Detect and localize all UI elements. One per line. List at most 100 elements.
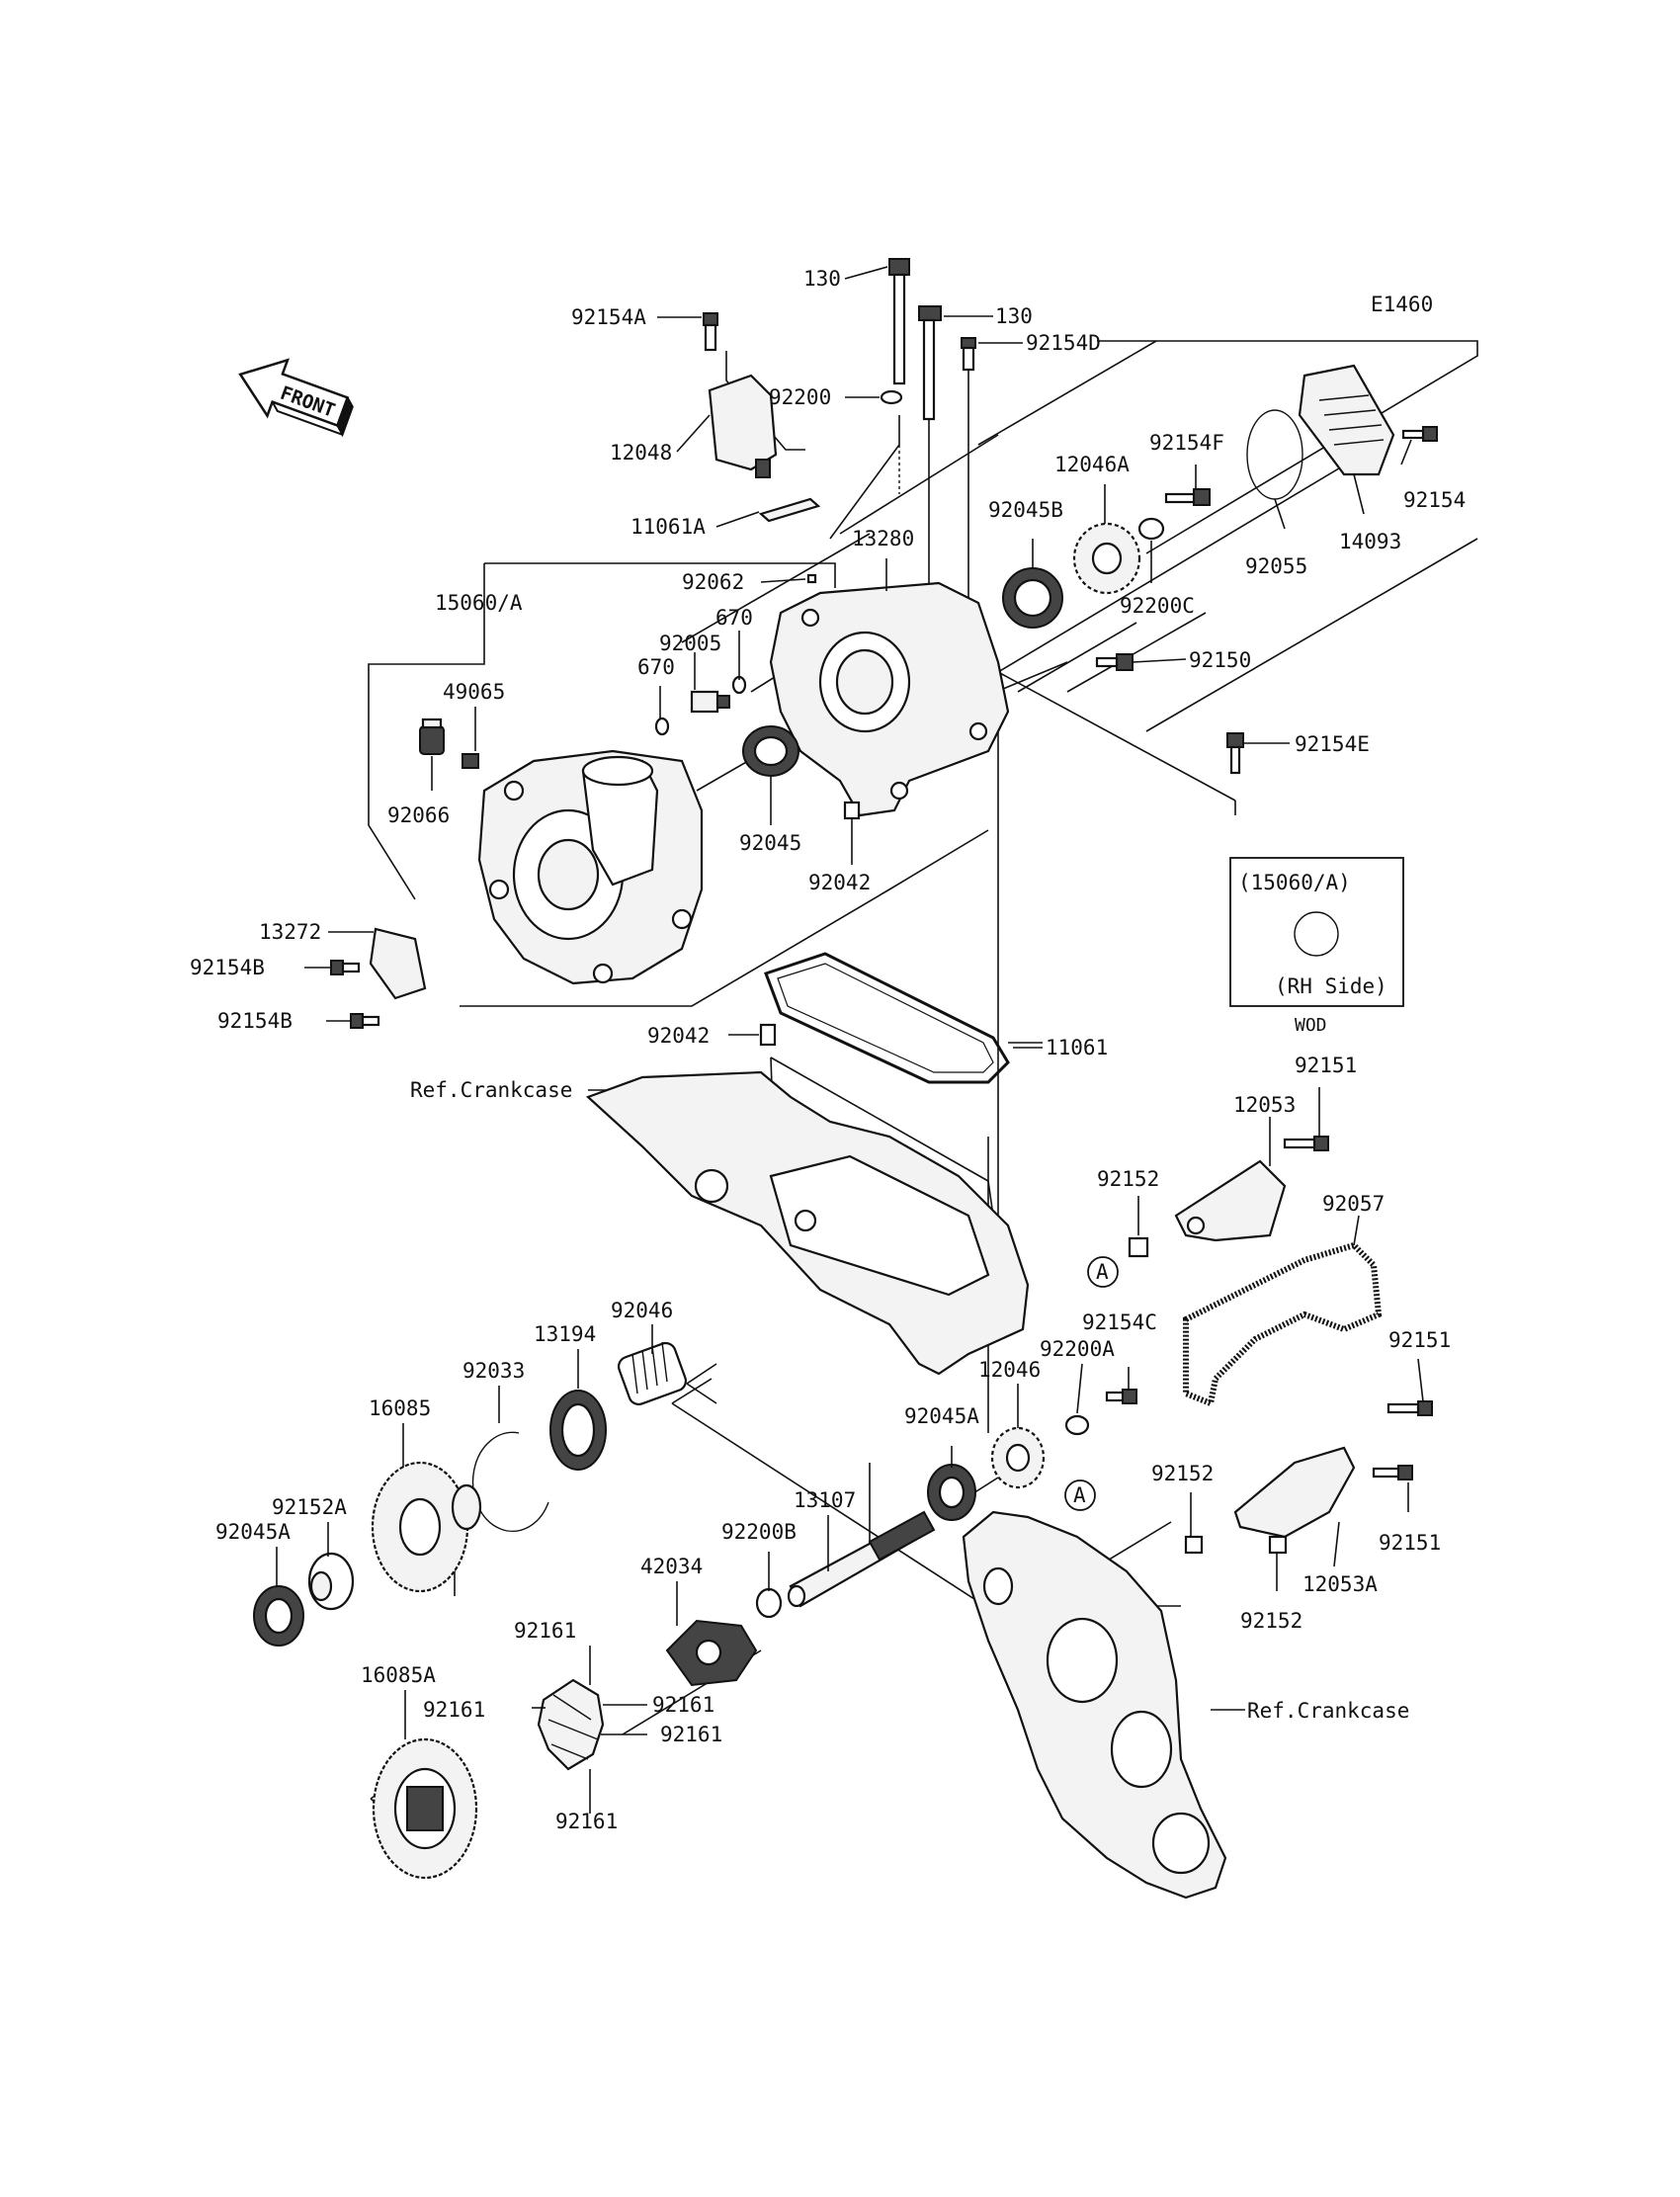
label-92154F: 92154F	[1149, 431, 1224, 455]
label-ref-crankcase-top: Ref.Crankcase	[410, 1078, 572, 1102]
label-92042-top: 92042	[808, 871, 871, 894]
bolt-130-right	[918, 305, 942, 421]
plug-92066	[419, 718, 445, 755]
collar-92152A	[307, 1552, 355, 1611]
gear-12046A	[1072, 522, 1141, 595]
callout-circle-a-lower: A	[1064, 1479, 1096, 1511]
crankcase-top	[585, 1070, 1030, 1376]
label-92152-b: 92152	[1151, 1462, 1214, 1485]
label-92154: 92154	[1403, 488, 1466, 512]
label-92154D: 92154D	[1026, 331, 1101, 355]
washer-92200A	[1064, 1414, 1090, 1436]
bolt-130-top	[888, 258, 910, 385]
svg-text:A: A	[1073, 1483, 1086, 1507]
bolt-92154A	[703, 312, 718, 352]
clutch-13194	[549, 1390, 607, 1471]
label-92055: 92055	[1245, 554, 1307, 578]
label-92057: 92057	[1322, 1192, 1385, 1216]
bolt-92151-c	[1372, 1465, 1413, 1480]
collar-92152-a	[1128, 1236, 1149, 1258]
gasket-11061A	[758, 497, 821, 523]
label-11061A: 11061A	[630, 515, 706, 539]
bearing-92045A-left	[253, 1585, 304, 1647]
front-arrow-icon: FRONT	[238, 358, 354, 438]
svg-text:A: A	[1096, 1260, 1109, 1284]
label-92033: 92033	[462, 1359, 525, 1383]
label-16085: 16085	[369, 1396, 431, 1420]
label-130-top: 130	[803, 267, 841, 291]
part-leaders	[276, 266, 1424, 1814]
inset-box: (15060/A) (RH Side) WOD	[1229, 857, 1404, 1036]
cover-14093	[1298, 364, 1395, 476]
label-13272: 13272	[259, 920, 321, 944]
washer-92200B	[755, 1587, 783, 1619]
label-670-a: 670	[637, 655, 675, 679]
bolt-92151-b	[1386, 1400, 1433, 1416]
gear-16085A	[372, 1737, 478, 1880]
washer-92200	[880, 389, 903, 405]
sensor-12048	[708, 374, 778, 478]
dampers-92161	[537, 1678, 605, 1771]
label-92045A-mid: 92045A	[904, 1404, 979, 1428]
oring-670-a	[654, 717, 670, 736]
label-16085A: 16085A	[361, 1663, 436, 1687]
bearing-92046	[617, 1341, 688, 1406]
label-92161-bottom: 92161	[555, 1810, 618, 1833]
label-92152-c: 92152	[1240, 1609, 1302, 1633]
cover-13280	[769, 581, 1010, 817]
label-670-b: 670	[715, 606, 753, 630]
crankcase-bottom	[962, 1510, 1227, 1900]
shaft-13107	[787, 1510, 936, 1608]
bolt-92150	[1095, 653, 1134, 671]
collar-92152-c	[1268, 1535, 1288, 1555]
label-92045A-left: 92045A	[215, 1520, 291, 1544]
bolt-92154C	[1105, 1389, 1137, 1404]
label-92154B-a: 92154B	[190, 956, 265, 979]
damper-hub-42034	[665, 1619, 758, 1687]
bolt-92151-a	[1283, 1136, 1329, 1151]
bolt-92154D	[961, 337, 976, 372]
bearing-92045B	[1002, 567, 1063, 629]
chain-guide-12053	[1174, 1159, 1287, 1242]
bolt-92154E	[1226, 732, 1244, 775]
label-15060A: 15060/A	[435, 591, 523, 615]
label-11061: 11061	[1046, 1036, 1108, 1059]
gear-12046	[990, 1426, 1046, 1489]
chain-guide-12053A	[1233, 1446, 1356, 1539]
label-92161-right-a: 92161	[652, 1693, 714, 1717]
chain-92057	[1183, 1241, 1383, 1408]
oring-92055	[1246, 409, 1303, 500]
label-92161-top: 92161	[514, 1619, 576, 1643]
collar-92152-b	[1184, 1535, 1204, 1555]
diagram-code: E1460	[1371, 293, 1433, 316]
label-92161-left: 92161	[423, 1698, 485, 1722]
label-13280: 13280	[852, 527, 914, 550]
label-92154C: 92154C	[1082, 1310, 1157, 1334]
part-labels: 130 130 92154A 92154D 92200 12048 11061A…	[190, 267, 1466, 1833]
label-92042-mid: 92042	[647, 1024, 710, 1048]
label-92005: 92005	[659, 632, 721, 655]
seal-92045	[742, 725, 799, 777]
circlip-92033	[471, 1431, 549, 1533]
label-92151-c: 92151	[1379, 1531, 1441, 1555]
gasket-11061	[764, 952, 1010, 1084]
part-92062	[806, 573, 817, 584]
label-12046A: 12046A	[1054, 453, 1130, 476]
inset-note: (RH Side)	[1275, 974, 1387, 998]
label-92200B: 92200B	[721, 1520, 797, 1544]
bearing-92045A-mid	[927, 1464, 976, 1521]
bolt-92154B-b	[350, 1013, 380, 1029]
label-92151-b: 92151	[1388, 1328, 1451, 1352]
label-92045: 92045	[739, 831, 801, 855]
label-12053A: 12053A	[1302, 1572, 1378, 1596]
bracket-13272	[369, 927, 427, 1000]
label-92066: 92066	[387, 803, 450, 827]
label-ref-crankcase-bottom: Ref.Crankcase	[1247, 1699, 1409, 1723]
label-92154E: 92154E	[1295, 732, 1370, 756]
inset-caption: WOD	[1295, 1015, 1327, 1036]
fitting-92005	[690, 690, 730, 714]
label-92200C: 92200C	[1120, 594, 1195, 618]
label-42034: 42034	[640, 1555, 703, 1578]
label-130-right: 130	[995, 304, 1033, 328]
